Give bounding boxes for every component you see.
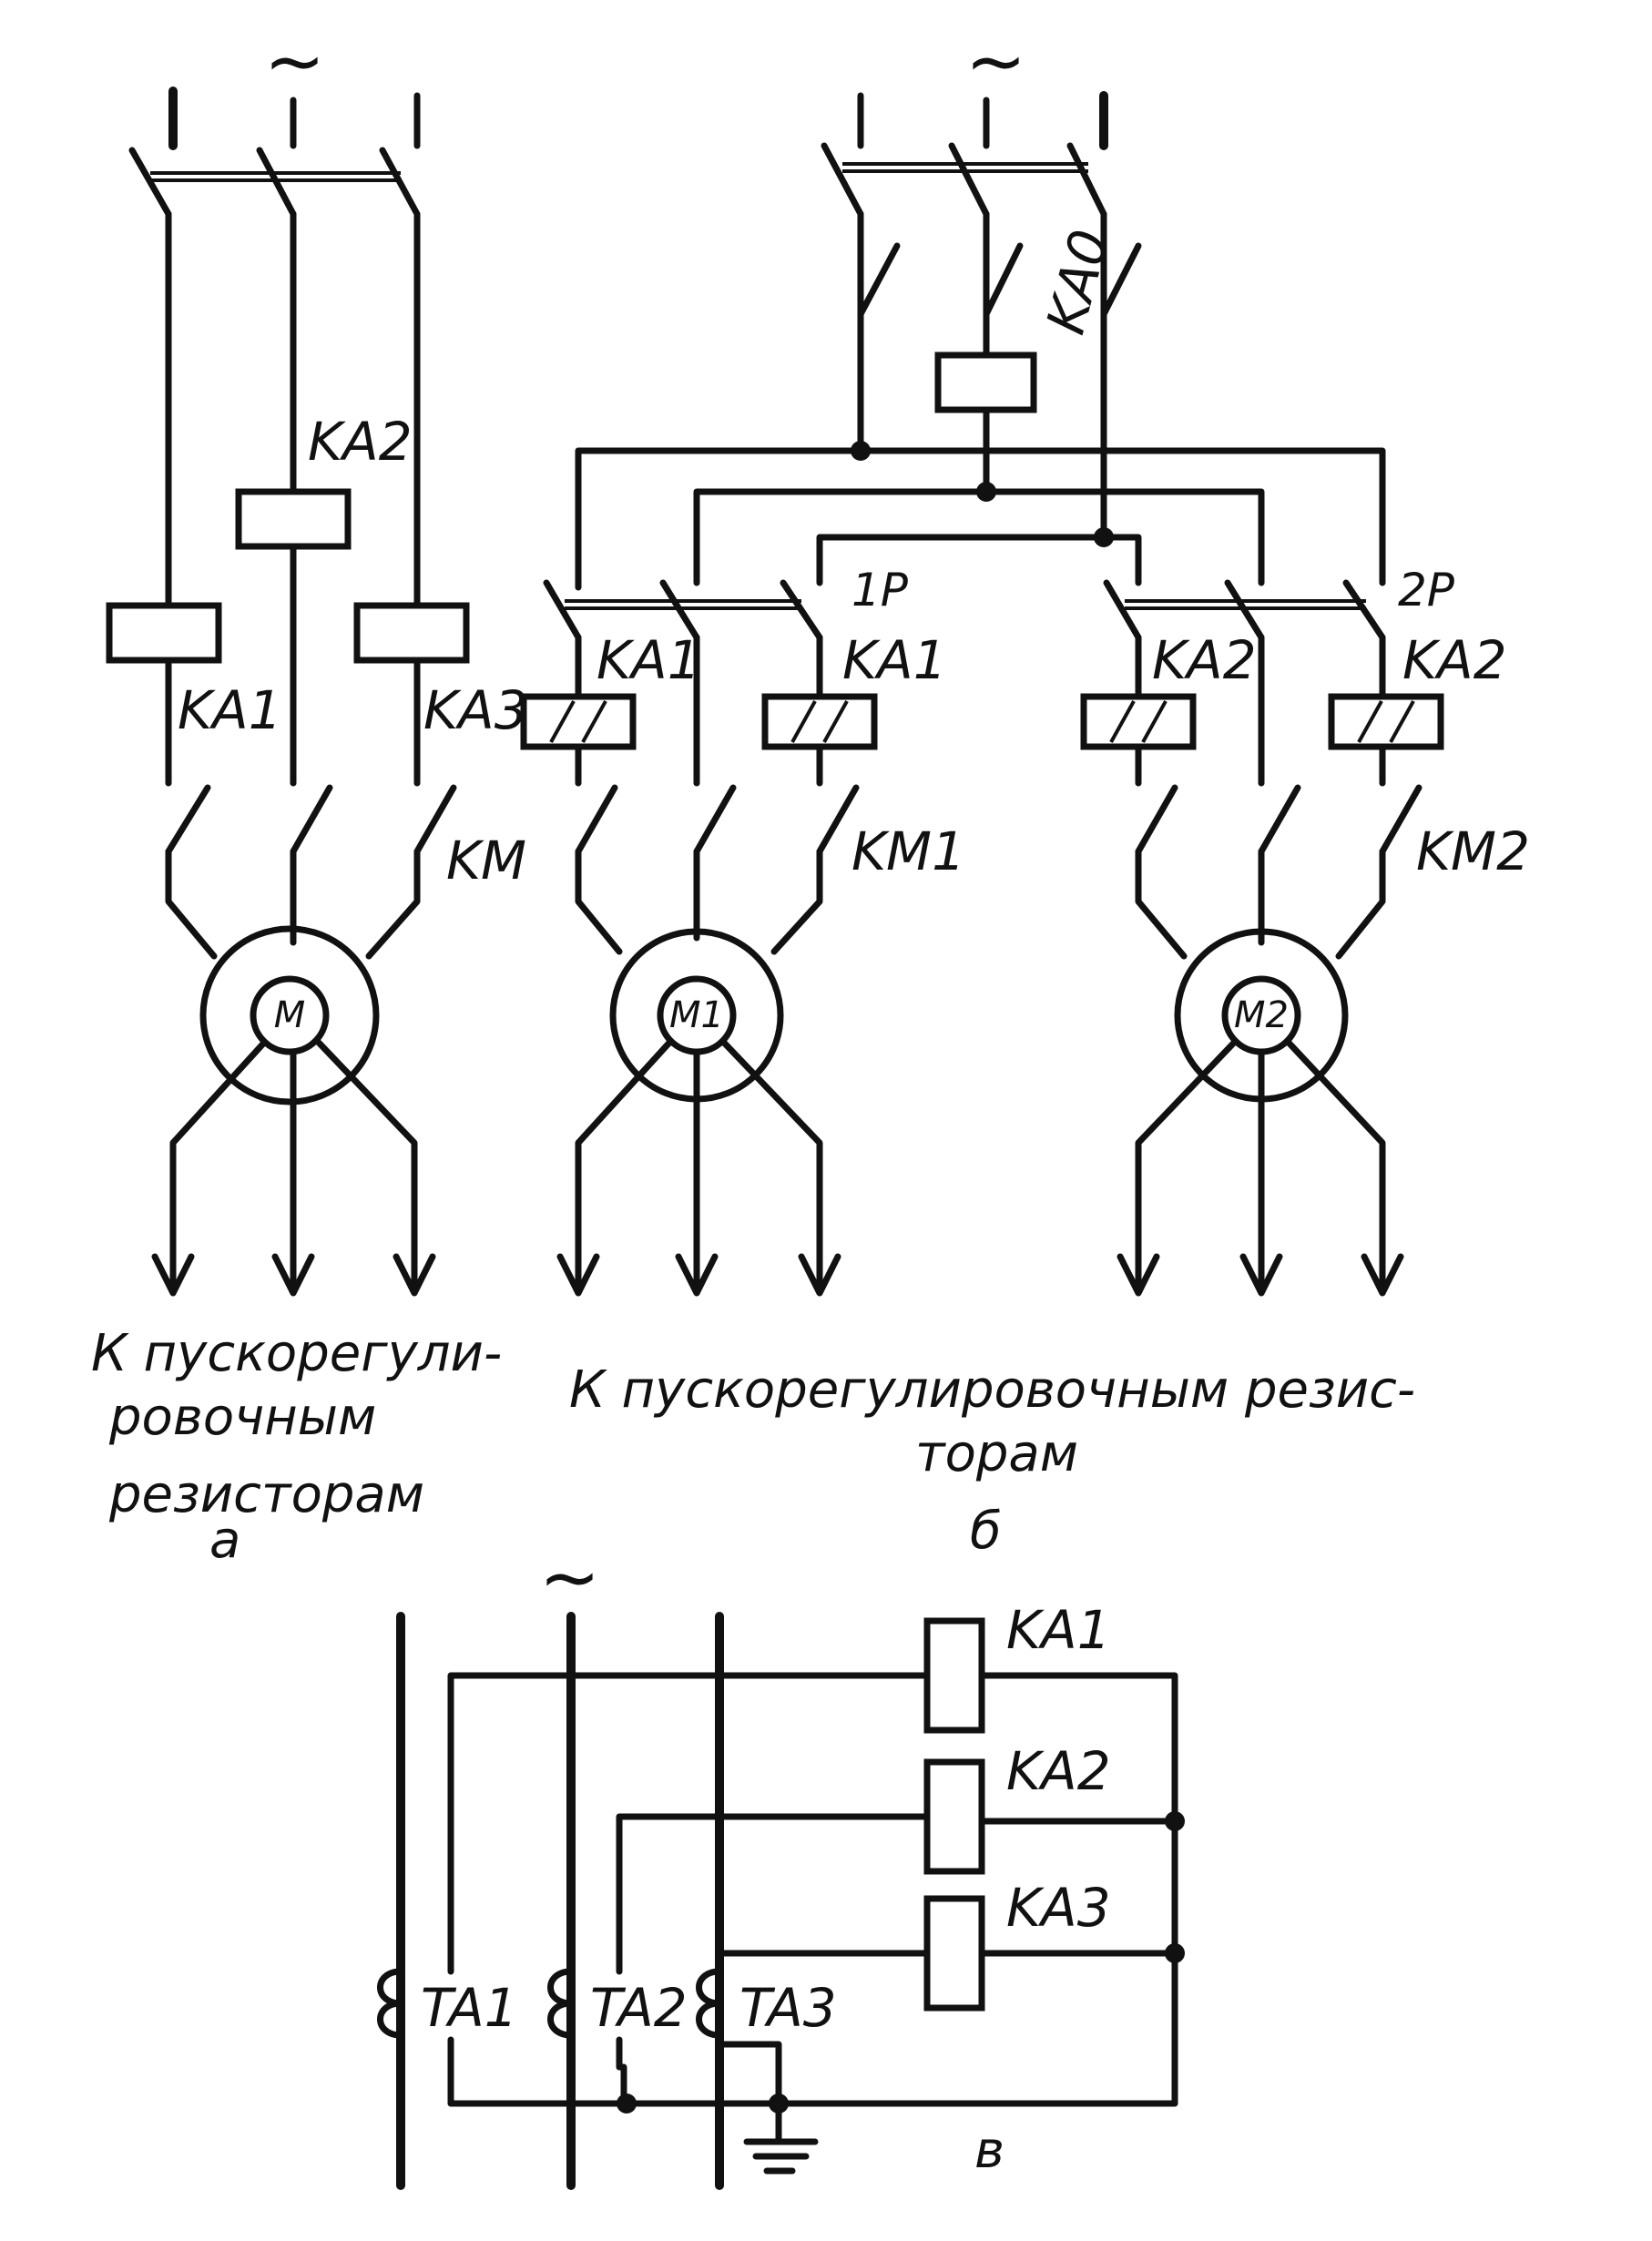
junction-dot — [1165, 1943, 1185, 1963]
coil-label-ka1-right: KA1 — [842, 629, 947, 691]
ta2-return — [616, 2036, 627, 2107]
relay-coil-ka1-c — [923, 1617, 985, 1734]
secondary-wire-ta2 — [616, 1813, 931, 1975]
ground-icon — [743, 2100, 819, 2175]
current-transformer-ta1 — [377, 1968, 404, 2039]
main-switch — [128, 147, 421, 218]
relay-label-ka3-c: KA3 — [1006, 1877, 1111, 1939]
relay-label-ka2: KA2 — [308, 411, 413, 473]
return-bus — [447, 1672, 1178, 2107]
relay-coil-ka1-right — [761, 693, 878, 750]
coil-label-ka2-right: KA2 — [1402, 629, 1507, 691]
caption-a-line2: ровочным — [108, 1388, 376, 1447]
busbar-inner — [816, 534, 1142, 586]
relay-label-ka0: KA0 — [1035, 223, 1121, 340]
relay-coil-ka2 — [235, 488, 352, 550]
caption-a-line3: резисторам — [108, 1465, 424, 1524]
relay-coil-ka1-left — [520, 693, 637, 750]
busbar-outer — [575, 447, 1386, 591]
current-transformer-ta2 — [547, 1968, 575, 2039]
diagram-c-supply-symbol: ~ — [539, 1535, 600, 1620]
motor-m-stator — [199, 925, 380, 1105]
caption-b-line1: К пускорегулировочным резис- — [569, 1360, 1415, 1420]
ct-label-ta3: TA3 — [739, 1977, 837, 2039]
contactor-km2 — [1135, 784, 1423, 960]
junction-dot — [617, 2093, 637, 2114]
rotor-leads-m1 — [556, 1039, 841, 1297]
contactor-label-km1: KM1 — [851, 820, 965, 882]
relay-coil-ka3-c — [923, 1895, 985, 2012]
ct-label-ta2: TA2 — [590, 1977, 688, 2039]
ta3-return — [716, 2041, 782, 2107]
switch-group-1 — [543, 579, 823, 641]
current-transformer-ta3 — [696, 1968, 723, 2039]
contactor-label-km2: KM2 — [1416, 820, 1530, 882]
relay-label-ka1: KA1 — [178, 679, 282, 741]
contactor-label-km: KM — [446, 830, 526, 891]
relay-coil-ka1 — [106, 602, 222, 664]
panel-letter-a: а — [209, 1511, 240, 1570]
relay-label-ka3: KA3 — [423, 679, 528, 741]
contactor-km1 — [575, 784, 860, 955]
group1-label: 1Р — [851, 564, 909, 616]
junction-dot — [1094, 527, 1114, 547]
relay-label-ka2-c: KA2 — [1006, 1740, 1111, 1802]
motor-label-m: M — [274, 994, 306, 1036]
main-switch-b — [821, 142, 1107, 218]
junction-dot — [851, 441, 871, 461]
junction-dot — [1165, 1811, 1185, 1831]
junction-dot — [976, 482, 996, 502]
panel-letter-c: в — [974, 2121, 1004, 2180]
relay-coil-ka2-left — [1080, 693, 1197, 750]
motor-label-m1: M1 — [669, 994, 724, 1036]
coil-label-ka2-left: KA2 — [1152, 629, 1257, 691]
rotor-leads-m2 — [1117, 1039, 1404, 1297]
relay-coil-ka2-c — [923, 1758, 985, 1875]
diagram-a: ~ KA1 KA2 KA3 KM — [91, 19, 528, 1570]
secondary-wire-ta1 — [447, 1672, 931, 1975]
relay-coil-ka0 — [934, 351, 1037, 413]
caption-a-line1: К пускорегули- — [91, 1324, 502, 1383]
ct-label-ta1: TA1 — [421, 1977, 518, 2039]
motor-m-rotor — [250, 975, 330, 1055]
diagram-c: ~ TA1 TA2 TA3 KA1 KA2 KA3 — [377, 1535, 1185, 2190]
caption-b-line2: торам — [915, 1424, 1078, 1483]
relay-label-ka1-c: KA1 — [1006, 1599, 1111, 1661]
motor-label-m2: M2 — [1234, 994, 1289, 1036]
contactor-km — [165, 784, 457, 960]
rotor-leads-a — [151, 1039, 436, 1297]
relay-coil-ka2-right — [1328, 693, 1444, 750]
group2-label: 2Р — [1398, 564, 1455, 616]
coil-label-ka1-left: KA1 — [597, 629, 701, 691]
diagram-a-supply-symbol: ~ — [264, 19, 325, 104]
ka0-contacts — [857, 210, 1142, 318]
diagram-b: ~ KA0 — [520, 19, 1530, 1561]
switch-group-2 — [1103, 579, 1386, 641]
panel-letter-b: б — [970, 1502, 1002, 1561]
diagram-b-supply-symbol: ~ — [965, 19, 1026, 104]
relay-coil-ka3 — [353, 602, 470, 664]
